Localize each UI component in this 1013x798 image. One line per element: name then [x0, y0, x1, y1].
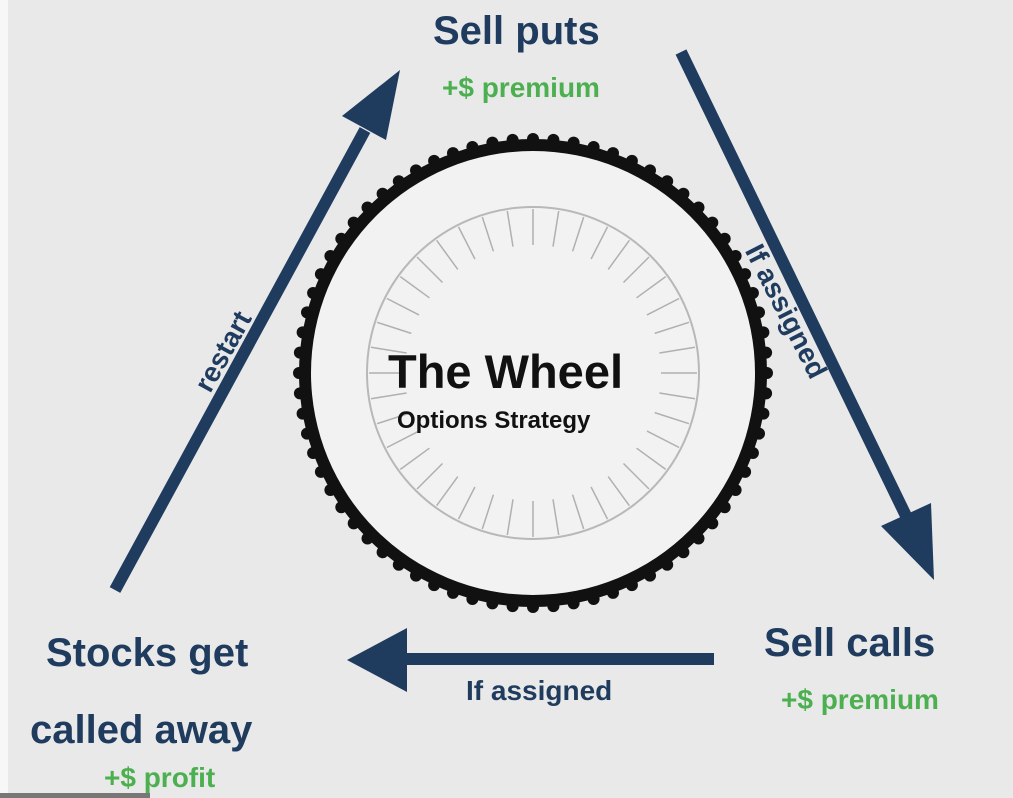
wheel-spoke: [386, 297, 420, 316]
wheel-spoke: [376, 321, 412, 335]
edge-called-away-to-puts-arrow: [109, 70, 400, 593]
wheel-spoke: [590, 226, 609, 260]
restart-arrow-shaft: [109, 127, 371, 593]
wheel-spoke: [416, 462, 444, 490]
wheel-spokes: [369, 209, 697, 537]
wheel-spoke: [370, 346, 407, 354]
assigned-arrow-head-right: [881, 503, 934, 580]
wheel-spoke: [435, 239, 459, 270]
wheel-spoke: [506, 210, 514, 247]
wheel-spoke: [506, 499, 514, 536]
wheel-spoke: [416, 256, 444, 284]
center-title: The Wheel: [388, 345, 624, 398]
node-sell-puts-premium: +$ premium: [442, 72, 600, 103]
wheel-spoke: [636, 275, 667, 299]
tire-wheel-icon: [293, 133, 773, 613]
node-called-away-title-line2: called away: [30, 708, 253, 752]
wheel-spoke: [654, 411, 690, 425]
wheel-spoke: [435, 476, 459, 507]
wheel-spoke: [646, 430, 680, 449]
wheel-hub: [407, 247, 659, 499]
bottom-progress-strip: [0, 793, 150, 798]
left-edge-strip: [0, 0, 8, 798]
wheel-spoke: [481, 216, 495, 252]
wheel-spoke: [457, 486, 476, 520]
assigned-arrow-head-bottom: [347, 628, 407, 692]
restart-arrow-head: [342, 70, 400, 140]
edge-calls-to-called-away-arrow: [347, 628, 714, 692]
wheel-spoke: [399, 275, 430, 299]
wheel-spoke: [571, 494, 585, 530]
wheel-spoke: [386, 430, 420, 449]
node-sell-puts-title: Sell puts: [433, 9, 600, 53]
node-sell-calls-premium: +$ premium: [781, 684, 939, 715]
center-subtitle: Options Strategy: [397, 407, 591, 434]
wheel-spoke: [590, 486, 609, 520]
wheel-spoke: [370, 392, 407, 400]
wheel-spoke: [622, 256, 650, 284]
wheel-rim: [366, 206, 700, 540]
wheel-spoke: [622, 462, 650, 490]
wheel-spoke: [399, 447, 430, 471]
wheel-spoke: [457, 226, 476, 260]
wheel-spoke: [376, 411, 412, 425]
assigned-arrow-shaft-right: [675, 49, 914, 523]
edge-label-calls-to-called-away: If assigned: [466, 675, 613, 706]
node-sell-calls-title: Sell calls: [764, 621, 936, 665]
node-called-away-profit: +$ profit: [104, 762, 216, 793]
wheel-spoke: [481, 494, 495, 530]
wheel-spoke: [646, 297, 680, 316]
wheel-spoke: [659, 392, 696, 400]
wheel-spoke: [571, 216, 585, 252]
wheel-spoke: [654, 321, 690, 335]
wheel-spoke: [607, 476, 631, 507]
edge-puts-to-calls-arrow: [675, 49, 934, 580]
wheel-spoke: [607, 239, 631, 270]
node-called-away-title-line1: Stocks get: [46, 631, 249, 675]
wheel-spoke: [552, 210, 560, 247]
wheel-spoke: [636, 447, 667, 471]
wheel-spoke: [659, 346, 696, 354]
wheel-spoke: [552, 499, 560, 536]
